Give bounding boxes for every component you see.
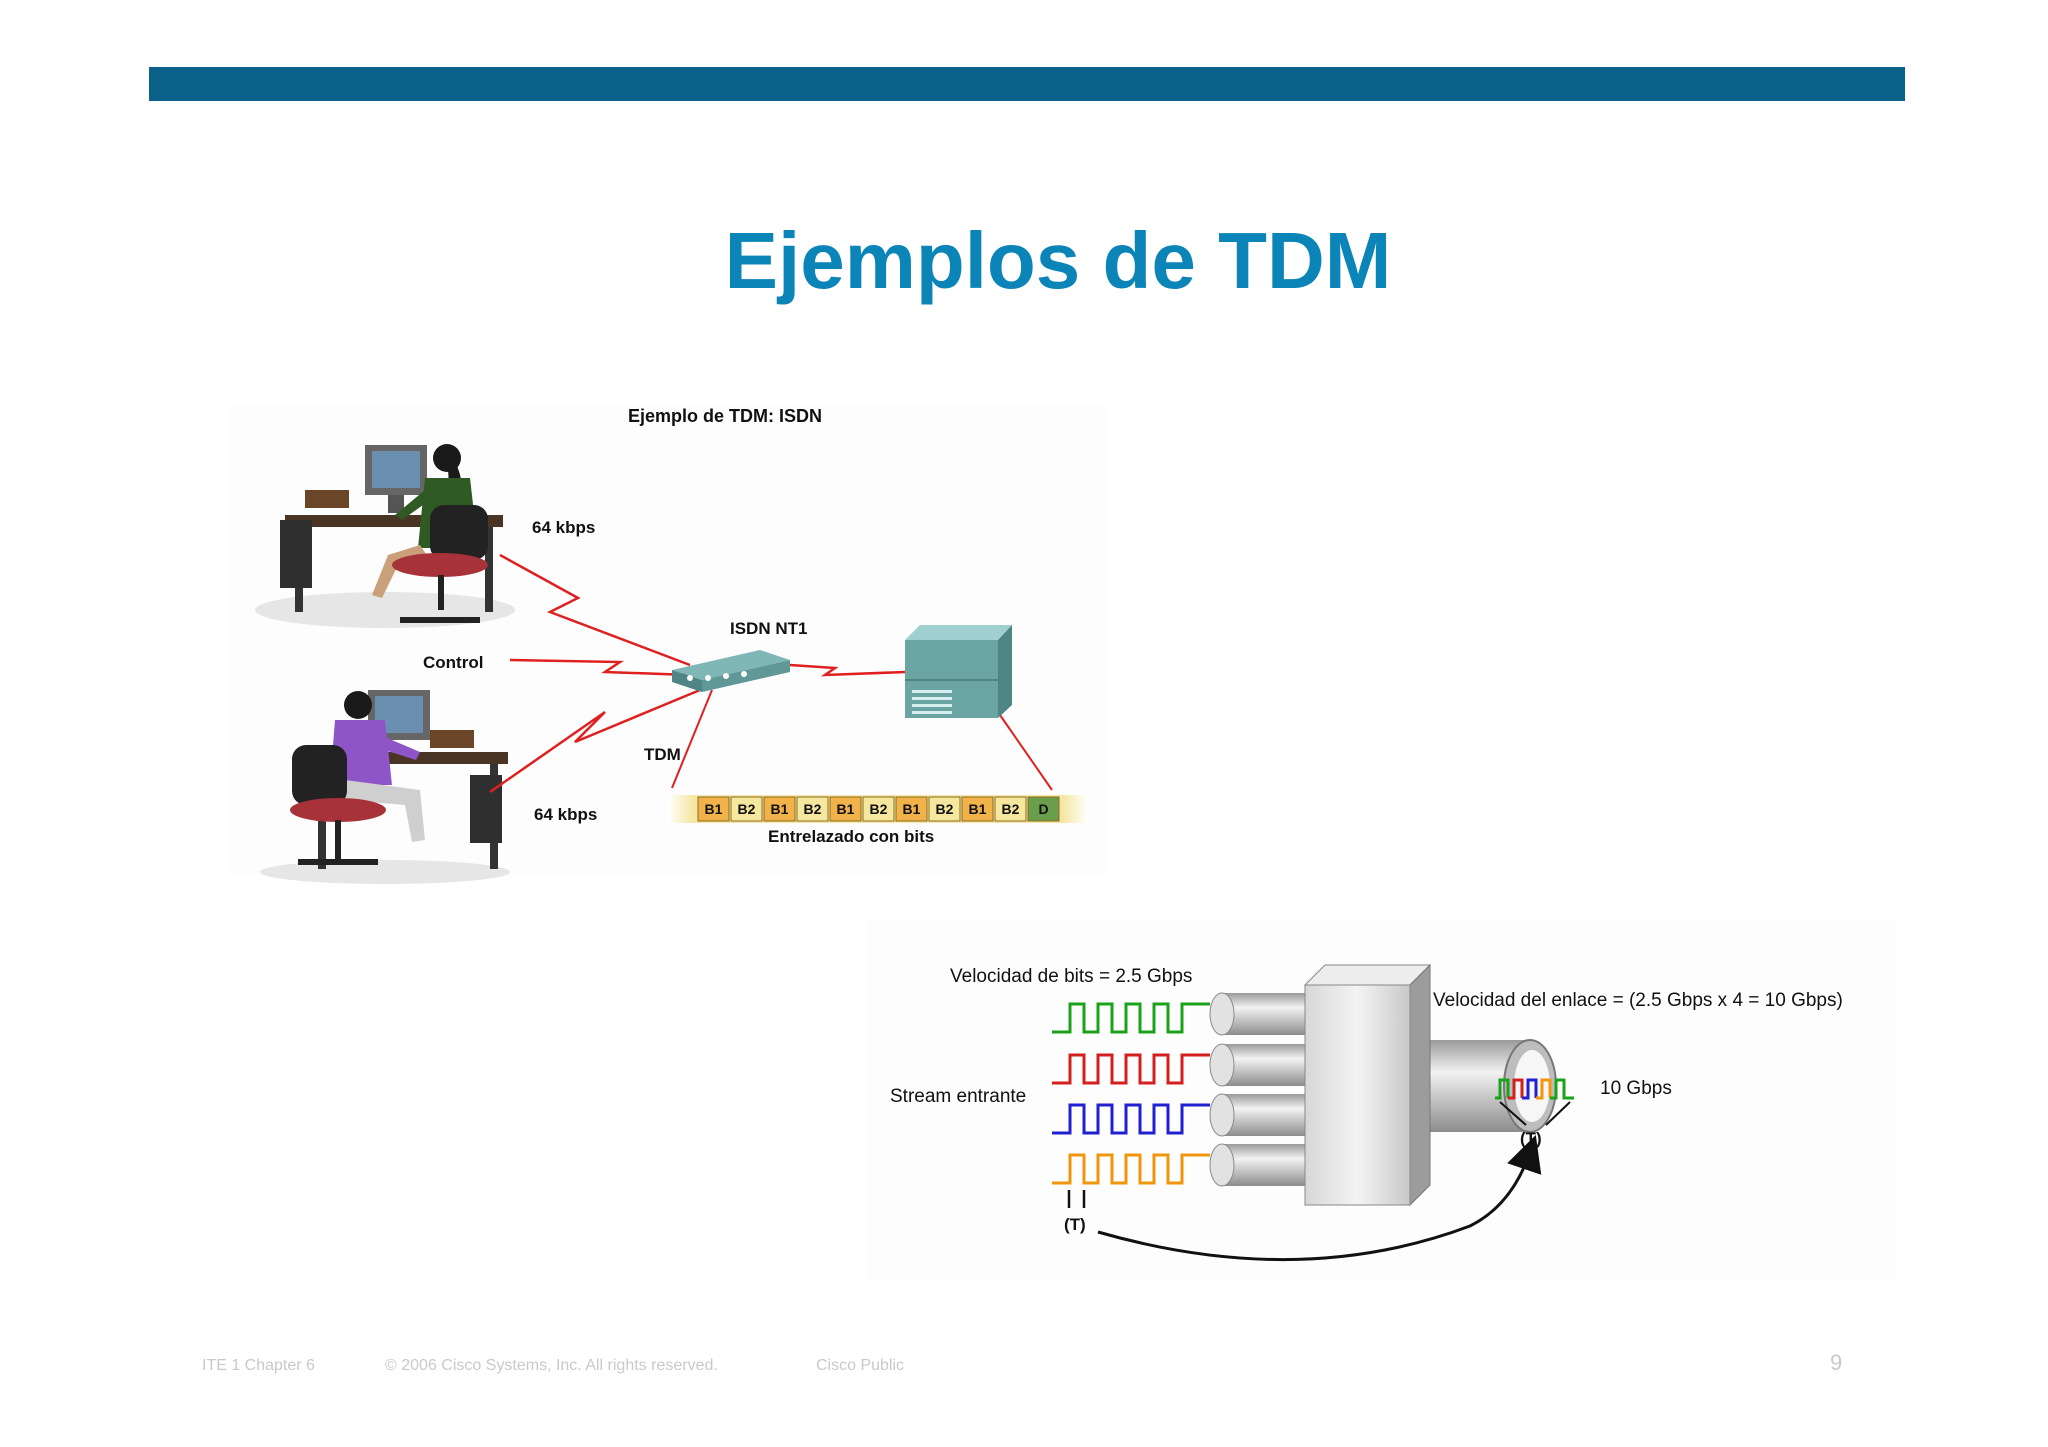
isdn-figure: Ejemplo de TDM: ISDN: [228, 405, 1108, 884]
top-banner: [149, 67, 1905, 101]
interleave-slots: B1 B2 B1 B2 B1 B2 B1 B2 B1 B2 D: [697, 796, 1060, 822]
chair-top-back: [430, 505, 488, 560]
chair-bottom-back: [292, 745, 347, 805]
isdn-nt1-device: [672, 650, 790, 692]
slot-label-1: B1: [705, 801, 723, 817]
chair-bottom-seat: [290, 798, 386, 822]
workstation-top: [255, 444, 515, 628]
link-top-workstation: [499, 553, 691, 667]
slot-label-3: B1: [771, 801, 789, 817]
pointer-nt1-to-strip: [671, 689, 713, 789]
output-wave-green: [1495, 1078, 1510, 1100]
pc-tower-top: [280, 520, 312, 588]
period-label-output: (T): [1520, 1129, 1542, 1148]
slot-label-10: B2: [1002, 801, 1020, 817]
page-number: 9: [1830, 1350, 1843, 1375]
link-bottom-workstation: [489, 688, 701, 794]
footer-copyright: © 2006 Cisco Systems, Inc. All rights re…: [385, 1357, 718, 1374]
slot-b1-5: [829, 796, 862, 822]
control-label: Control: [423, 653, 483, 672]
link-control: [509, 658, 691, 677]
slot-b2-8: [928, 796, 961, 822]
isdn-nt1-label: ISDN NT1: [730, 619, 807, 638]
stream-wave-green: [1052, 1002, 1210, 1034]
slot-b2-10: [994, 796, 1027, 822]
rate-label-bottom: 64 kbps: [534, 805, 597, 824]
output-rate-label: 10 Gbps: [1600, 1078, 1672, 1099]
footer-classification: Cisco Public: [816, 1357, 905, 1374]
rate-label-top: 64 kbps: [532, 518, 595, 537]
stream-wave-orange: [1052, 1153, 1210, 1185]
mux-figure: Velocidad de bits = 2.5 Gbps Velocidad d…: [866, 920, 1896, 1280]
chair-top-seat: [392, 553, 488, 577]
multiplexer-box: [1303, 963, 1432, 1207]
bit-rate-label: Velocidad de bits = 2.5 Gbps: [950, 966, 1192, 987]
slot-label-4: B2: [804, 801, 822, 817]
slot-label-2: B2: [738, 801, 756, 817]
stream-wave-red: [1052, 1053, 1210, 1085]
slot-b2-6: [862, 796, 895, 822]
stream-wave-blue: [1052, 1103, 1210, 1135]
link-rate-label: Velocidad del enlace = (2.5 Gbps x 4 = 1…: [1433, 990, 1843, 1011]
interleave-caption: Entrelazado con bits: [768, 827, 934, 846]
output-wave-orange: [1536, 1078, 1552, 1100]
slot-b1-1: [697, 796, 730, 822]
stream-label: Stream entrante: [890, 1086, 1026, 1107]
link-nt1-to-switch: [789, 663, 906, 677]
slot-b2-2: [730, 796, 763, 822]
output-wave-red: [1508, 1078, 1524, 1100]
output-wave-blue: [1522, 1078, 1538, 1100]
workstation-bottom: [260, 690, 510, 884]
footer-course: ITE 1 Chapter 6: [202, 1357, 315, 1374]
period-label-input: (T): [1064, 1215, 1086, 1234]
slot-b1-3: [763, 796, 796, 822]
slot-label-8: B2: [936, 801, 954, 817]
pointer-switch-to-strip: [999, 714, 1053, 791]
pc-tower-bottom: [470, 775, 502, 843]
isdn-caption: Ejemplo de TDM: ISDN: [628, 406, 822, 426]
slot-label-6: B2: [870, 801, 888, 817]
person-bottom-head: [344, 691, 372, 719]
slot-b1-9: [961, 796, 994, 822]
slot-label-9: B1: [969, 801, 987, 817]
output-wave-tail: [1550, 1078, 1574, 1100]
slot-label-5: B1: [837, 801, 855, 817]
slot-b2-4: [796, 796, 829, 822]
tdm-label: TDM: [644, 745, 681, 764]
output-pipe: [1418, 1039, 1557, 1133]
period-arrow: [1097, 1134, 1542, 1261]
slot-label-11: D: [1038, 801, 1048, 817]
slot-b1-7: [895, 796, 928, 822]
slot-d-11: [1027, 796, 1060, 822]
slide-title: Ejemplos de TDM: [724, 216, 1392, 305]
switch-device: [905, 625, 1012, 718]
workstation-bottom-shadow: [260, 860, 510, 884]
slot-label-7: B1: [903, 801, 921, 817]
